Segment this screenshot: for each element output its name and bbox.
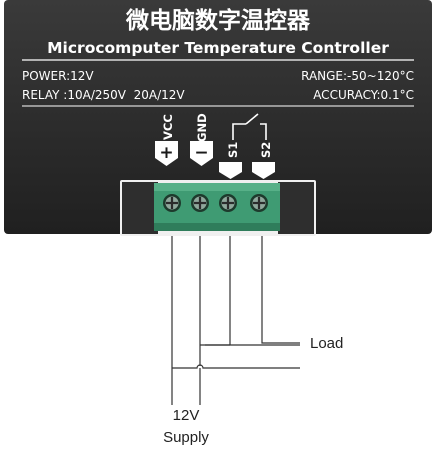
supply-label-text: Supply bbox=[163, 429, 209, 446]
load-label: Load bbox=[310, 335, 343, 352]
title-english: Microcomputer Temperature Controller bbox=[47, 39, 389, 57]
wire-gnd bbox=[199, 236, 230, 405]
housing-shadow-left bbox=[122, 182, 158, 234]
title-chinese: 微电脑数字温控器 bbox=[125, 7, 311, 34]
spec-accuracy: ACCURACY:0.1°C bbox=[313, 88, 414, 102]
terminal-label-s2: S2 bbox=[259, 142, 273, 158]
relay-contact-symbol bbox=[232, 113, 267, 140]
spec-power: POWER:12V bbox=[22, 69, 94, 83]
wires bbox=[171, 236, 300, 405]
terminal-label-vcc: VCC bbox=[161, 114, 175, 140]
controller-panel bbox=[4, 0, 432, 234]
housing-shadow-right bbox=[278, 182, 314, 234]
supply-label-voltage: 12V bbox=[173, 407, 200, 424]
terminal-marker-gnd: − bbox=[190, 141, 213, 166]
plus-symbol: + bbox=[159, 143, 173, 163]
spec-range: RANGE:-50~120°C bbox=[301, 69, 414, 83]
terminal-marker-s1 bbox=[219, 162, 242, 179]
terminal-marker-vcc: + bbox=[155, 141, 178, 166]
spec-relay: RELAY :10A/250V 20A/12V bbox=[22, 88, 185, 102]
terminal-marker-s2 bbox=[252, 162, 275, 179]
terminal-block bbox=[154, 183, 280, 231]
terminal-label-s1: S1 bbox=[226, 142, 240, 158]
wire-supply-bus bbox=[172, 364, 300, 369]
terminal-label-gnd: GND bbox=[195, 113, 209, 142]
minus-symbol: − bbox=[194, 143, 208, 163]
wire-s2 bbox=[261, 236, 300, 344]
